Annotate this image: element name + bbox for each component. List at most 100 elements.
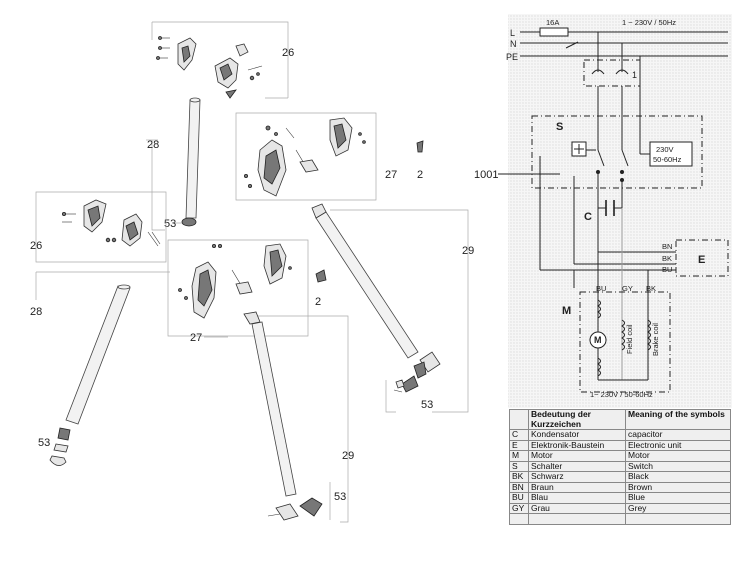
parts-group-27-right: 27 bbox=[235, 112, 397, 201]
parts-group-26-left: 26 bbox=[30, 191, 167, 263]
legend-code: GY bbox=[509, 502, 529, 514]
callout-26-left: 26 bbox=[30, 240, 42, 252]
legend-header-english: Meaning of the symbols bbox=[625, 409, 731, 430]
legend-code: S bbox=[509, 460, 529, 472]
tube-28-upper: 28 53 bbox=[146, 97, 201, 231]
callout-26-top: 26 bbox=[282, 47, 294, 59]
tube-28-lower: 28 53 bbox=[30, 271, 170, 466]
callout-29-right: 29 bbox=[462, 245, 474, 257]
schematic-background bbox=[508, 14, 732, 408]
collar-53-lower bbox=[57, 427, 71, 441]
parts-group-26-top: 26 bbox=[151, 21, 294, 99]
motor-symbol bbox=[589, 331, 607, 349]
legend-row: C Kondensator capacitor bbox=[509, 429, 731, 441]
motor-lead-bu: BU bbox=[596, 284, 606, 293]
callout-2-mid: 2 bbox=[315, 296, 321, 308]
tube-29-right: 29 53 bbox=[311, 203, 474, 413]
legend-header-row: Bedeutung der Kurzzeichen Meaning of the… bbox=[509, 409, 731, 430]
field-coil-label: Field coil bbox=[625, 324, 634, 354]
line-label-PE: PE bbox=[506, 52, 518, 62]
legend-english: Electronic unit bbox=[625, 439, 731, 451]
electronic-box-line2: 50-60Hz bbox=[653, 155, 682, 164]
e-lead-bk: BK bbox=[662, 254, 672, 263]
callout-29-lower: 29 bbox=[342, 450, 354, 462]
legend-code: BU bbox=[509, 492, 529, 504]
legend-english: Brown bbox=[625, 481, 731, 493]
symbol-legend-table: Bedeutung der Kurzzeichen Meaning of the… bbox=[509, 409, 731, 525]
legend-english: Blue bbox=[625, 492, 731, 504]
legend-header-german: Bedeutung der Kurzzeichen bbox=[528, 409, 626, 430]
legend-german: Grau bbox=[528, 502, 626, 514]
legend-row-empty bbox=[509, 513, 731, 525]
capacitor-label: C bbox=[584, 211, 592, 223]
legend-german bbox=[528, 513, 626, 525]
legend-english: Switch bbox=[625, 460, 731, 472]
end-cap-53-upper bbox=[181, 217, 197, 227]
legend-code: BK bbox=[509, 471, 529, 483]
electronic-unit-box bbox=[675, 239, 729, 277]
clip-2-right bbox=[416, 140, 424, 153]
supply-label: 1 ~ 230V / 50Hz bbox=[622, 18, 676, 27]
legend-row: BU Blau Blue bbox=[509, 492, 731, 504]
legend-row: BN Braun Brown bbox=[509, 481, 731, 493]
fuse-label: 16A bbox=[546, 18, 559, 27]
e-lead-bu: BU bbox=[662, 265, 672, 274]
tube-29-lower: 29 53 bbox=[243, 311, 354, 523]
legend-english bbox=[625, 513, 731, 525]
callout-2-right: 2 bbox=[417, 169, 423, 181]
motor-supply-label: 1~ 230V / 50-60Hz bbox=[590, 390, 653, 399]
connector-1-label: 1 bbox=[632, 70, 637, 80]
legend-german: Schwarz bbox=[528, 471, 626, 483]
electronic-box-line1: 230V bbox=[656, 145, 674, 154]
tube-29-right-shaft bbox=[315, 211, 419, 359]
tube-28-upper-shaft bbox=[185, 99, 201, 219]
motor-lead-gy: GY bbox=[622, 284, 633, 293]
legend-english: Grey bbox=[625, 502, 731, 514]
callout-28-upper: 28 bbox=[147, 139, 159, 151]
legend-row: S Schalter Switch bbox=[509, 460, 731, 472]
legend-code: C bbox=[509, 429, 529, 441]
connector-1-box bbox=[583, 59, 641, 87]
legend-german: Motor bbox=[528, 450, 626, 462]
callout-53-lower: 53 bbox=[334, 491, 346, 503]
legend-code: E bbox=[509, 439, 529, 451]
legend-english: capacitor bbox=[625, 429, 731, 441]
switch-box bbox=[531, 115, 703, 189]
callout-53-right: 53 bbox=[421, 399, 433, 411]
tube-29-lower-shaft bbox=[251, 321, 297, 497]
legend-header-code bbox=[509, 409, 529, 430]
legend-english: Motor bbox=[625, 450, 731, 462]
legend-row: M Motor Motor bbox=[509, 450, 731, 462]
part-2-mid: 2 bbox=[315, 269, 327, 308]
motor-box bbox=[579, 291, 671, 393]
legend-german: Braun bbox=[528, 481, 626, 493]
tube-28-lower-shaft bbox=[65, 285, 131, 425]
legend-row: GY Grau Grey bbox=[509, 502, 731, 514]
clip-2-mid bbox=[315, 269, 327, 283]
callout-27-mid: 27 bbox=[190, 332, 202, 344]
brake-coil-label: Brake coil bbox=[651, 323, 660, 356]
legend-code bbox=[509, 513, 529, 525]
legend-code: M bbox=[509, 450, 529, 462]
legend-german: Elektronik-Baustein bbox=[528, 439, 626, 451]
legend-code: BN bbox=[509, 481, 529, 493]
screw-set-top bbox=[156, 36, 170, 60]
end-cap-53-lower bbox=[49, 455, 67, 466]
fuse-symbol bbox=[539, 27, 569, 37]
legend-row: BK Schwarz Black bbox=[509, 471, 731, 483]
bracket-53-right bbox=[401, 375, 419, 393]
motor-lead-bk: BK bbox=[646, 284, 656, 293]
line-label-N: N bbox=[510, 39, 517, 49]
part-2-right: 2 bbox=[416, 140, 424, 181]
parts-group-27-mid: 27 bbox=[167, 239, 309, 344]
motor-label: M bbox=[562, 305, 571, 317]
motor-symbol-label: M bbox=[594, 335, 602, 345]
callout-53-lower-left: 53 bbox=[38, 437, 50, 449]
callout-27-right: 27 bbox=[385, 169, 397, 181]
bracket-53-lower bbox=[275, 503, 299, 521]
callout-1001: 1001 bbox=[474, 169, 498, 181]
switch-label: S bbox=[556, 121, 563, 133]
electronic-box bbox=[649, 141, 693, 167]
legend-german: Schalter bbox=[528, 460, 626, 472]
